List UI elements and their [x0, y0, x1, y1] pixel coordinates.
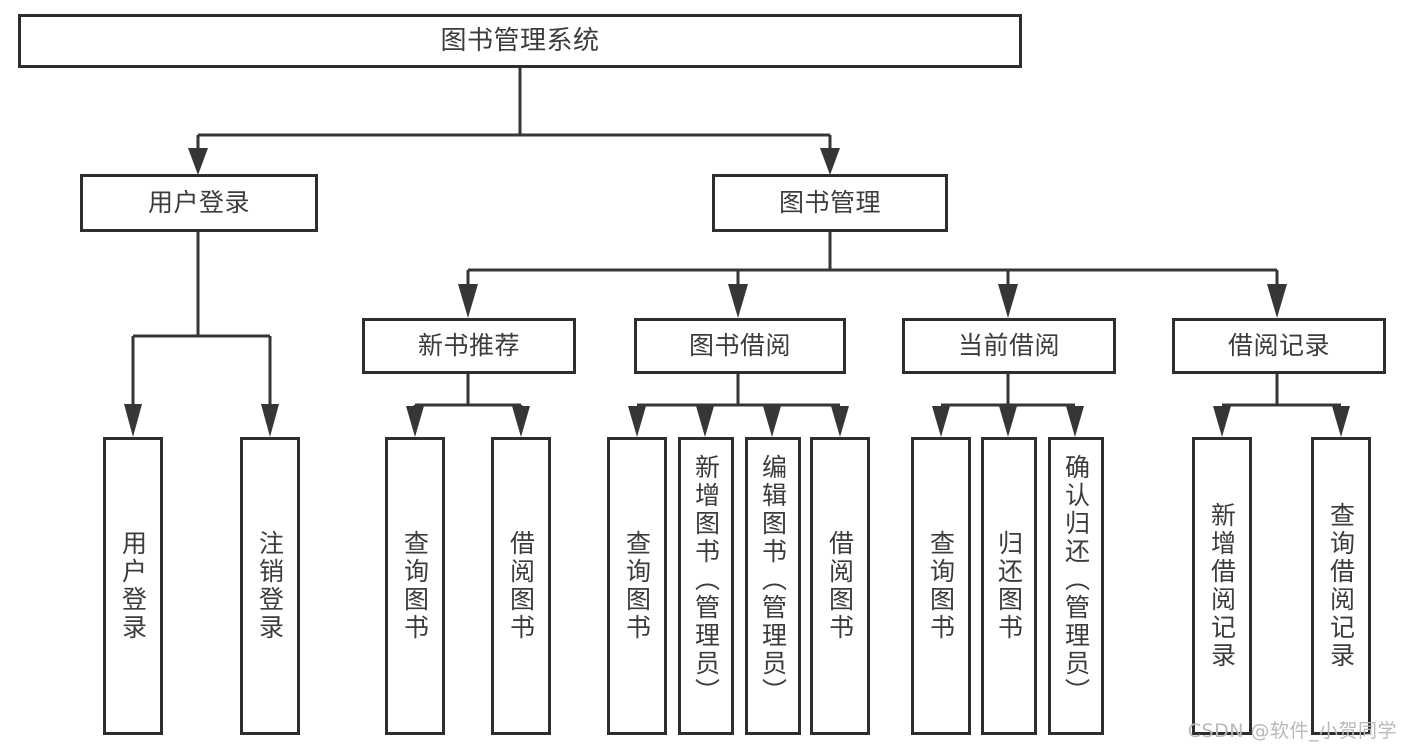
arrowhead-leaf-query-book-3	[932, 406, 950, 437]
arrowhead-current-borrow	[998, 284, 1018, 318]
leaf-query-book-2-label: 查询图书	[622, 530, 652, 642]
node-book-borrow-label: 图书借阅	[688, 331, 791, 361]
node-user-login-label: 用户登录	[147, 188, 250, 218]
leaf-query-book-2[interactable]: 查询图书	[607, 437, 667, 735]
node-current-borrow-label: 当前借阅	[957, 331, 1060, 361]
node-new-book-recommend-label: 新书推荐	[417, 331, 520, 361]
leaf-borrow-book-1[interactable]: 借阅图书	[491, 437, 551, 735]
leaf-query-book-1[interactable]: 查询图书	[385, 437, 445, 735]
leaf-user-login-label: 用户登录	[118, 530, 148, 642]
arrowhead-leaf-query-record	[1332, 406, 1350, 437]
arrowhead-leaf-add-record	[1213, 406, 1231, 437]
leaf-edit-book[interactable]: 编辑图书（管理员）	[745, 437, 801, 735]
arrowhead-leaf-logout-login	[261, 404, 279, 437]
arrowhead-leaf-confirm-return	[1066, 406, 1084, 437]
node-book-manage-label: 图书管理	[778, 188, 881, 218]
arrowhead-borrow-record	[1267, 284, 1287, 318]
leaf-borrow-book-1-label: 借阅图书	[506, 530, 536, 642]
node-book-manage[interactable]: 图书管理	[712, 174, 948, 232]
leaf-confirm-return[interactable]: 确认归还（管理员）	[1048, 437, 1104, 735]
arrowhead-leaf-edit-book	[763, 406, 781, 437]
leaf-logout-login[interactable]: 注销登录	[240, 437, 300, 735]
arrowhead-leaf-borrow-book-1	[512, 406, 530, 437]
node-user-login[interactable]: 用户登录	[80, 174, 318, 232]
leaf-user-login[interactable]: 用户登录	[103, 437, 163, 735]
arrowhead-leaf-user-login	[124, 404, 142, 437]
leaf-query-record-label: 查询借阅记录	[1326, 502, 1356, 670]
node-borrow-record-label: 借阅记录	[1227, 331, 1330, 361]
arrowhead-leaf-add-book	[696, 406, 714, 437]
leaf-add-record[interactable]: 新增借阅记录	[1192, 437, 1252, 735]
node-current-borrow[interactable]: 当前借阅	[902, 318, 1116, 374]
arrowhead-leaf-borrow-book-2	[831, 406, 849, 437]
arrowhead-book-borrow	[728, 284, 748, 318]
leaf-return-book[interactable]: 归还图书	[981, 437, 1037, 735]
arrowhead-book-manage	[820, 148, 840, 175]
leaf-query-book-3-label: 查询图书	[926, 530, 956, 642]
node-root-label: 图书管理系统	[440, 25, 600, 56]
leaf-confirm-return-label: 确认归还（管理员）	[1061, 454, 1091, 706]
arrowhead-leaf-query-book-1	[406, 406, 424, 437]
leaf-query-book-3[interactable]: 查询图书	[911, 437, 971, 735]
node-borrow-record[interactable]: 借阅记录	[1172, 318, 1386, 374]
leaf-add-record-label: 新增借阅记录	[1207, 502, 1237, 670]
watermark: CSDN @软件_小贺同学	[1187, 720, 1397, 742]
leaf-edit-book-label: 编辑图书（管理员）	[758, 454, 788, 706]
leaf-add-book[interactable]: 新增图书（管理员）	[678, 437, 734, 735]
leaf-borrow-book-2[interactable]: 借阅图书	[810, 437, 870, 735]
leaf-query-record[interactable]: 查询借阅记录	[1311, 437, 1371, 735]
arrowhead-leaf-return-book	[999, 406, 1017, 437]
arrowhead-new-book-recommend	[458, 284, 478, 318]
leaf-borrow-book-2-label: 借阅图书	[825, 530, 855, 642]
node-book-borrow[interactable]: 图书借阅	[634, 318, 846, 374]
leaf-add-book-label: 新增图书（管理员）	[691, 454, 721, 706]
node-root[interactable]: 图书管理系统	[18, 14, 1022, 68]
leaf-return-book-label: 归还图书	[994, 530, 1024, 642]
arrowhead-leaf-query-book-2	[628, 406, 646, 437]
node-new-book-recommend[interactable]: 新书推荐	[362, 318, 576, 374]
leaf-logout-login-label: 注销登录	[255, 530, 285, 642]
arrowhead-user-login	[188, 148, 208, 175]
leaf-query-book-1-label: 查询图书	[400, 530, 430, 642]
